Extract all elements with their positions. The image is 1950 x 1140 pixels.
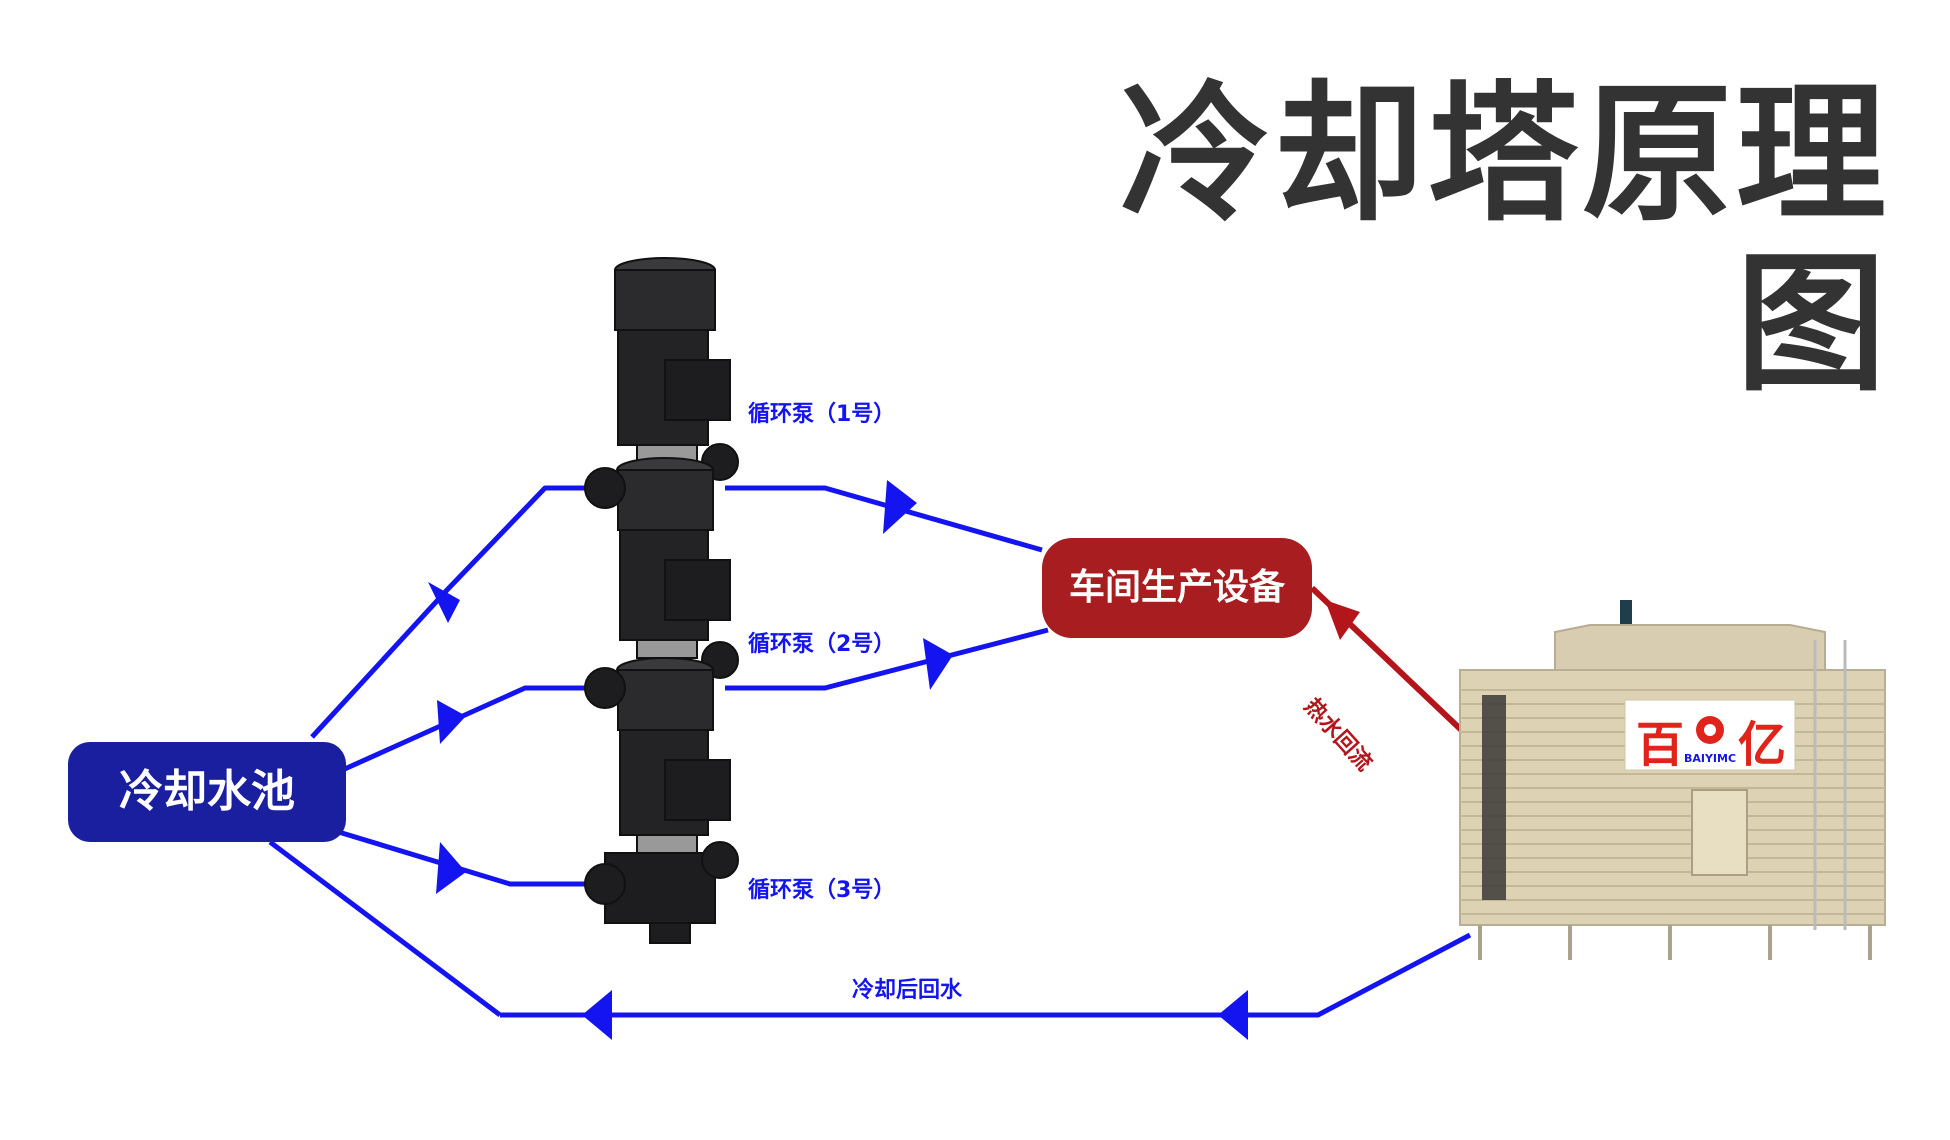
pump-2-label: 循环泵（2号）	[748, 632, 896, 657]
pump-1-icon	[614, 257, 739, 481]
arrow-pump2-equipment	[923, 638, 953, 690]
line-tower-to-pool	[500, 932, 1472, 1018]
pump-2-icon	[584, 457, 739, 679]
workshop-equipment-node: 车间生产设备	[1042, 538, 1312, 638]
arrow-pool-pump2	[437, 700, 466, 744]
line-pool-to-pump3	[331, 827, 592, 887]
arrow-return-right	[1218, 990, 1248, 1040]
tower-brand-left: 百	[1635, 717, 1684, 773]
arrow-return-left	[582, 990, 612, 1040]
tower-brand-right: 亿	[1737, 717, 1786, 773]
line-pump1-to-equipment	[725, 485, 1043, 553]
tower-logo-text: BAIYIMC	[1683, 752, 1737, 765]
pump-1-label: 循环泵（1号）	[748, 402, 896, 427]
line-pool-to-pump2	[336, 685, 592, 775]
brand-logo-icon	[1696, 716, 1724, 744]
pump-3-label: 循环泵（3号）	[748, 878, 896, 903]
line-pool-to-pump1	[310, 485, 592, 739]
diagram-title: 冷却塔原理图	[1119, 68, 1890, 412]
arrow-pump1-equipment	[883, 480, 917, 534]
line-pump2-to-equipment	[725, 627, 1049, 691]
arrow-pool-pump1	[428, 582, 460, 623]
cooling-tower-icon	[1459, 600, 1886, 960]
cooling-pool-node: 冷却水池	[68, 742, 346, 842]
pump-3-icon	[584, 657, 739, 944]
pump-stack	[584, 257, 739, 944]
arrow-hot-return	[1325, 600, 1360, 640]
line-pool-to-return	[268, 840, 502, 1017]
cooled-return-label: 冷却后回水	[852, 978, 963, 1003]
arrow-pool-pump3	[436, 842, 466, 894]
